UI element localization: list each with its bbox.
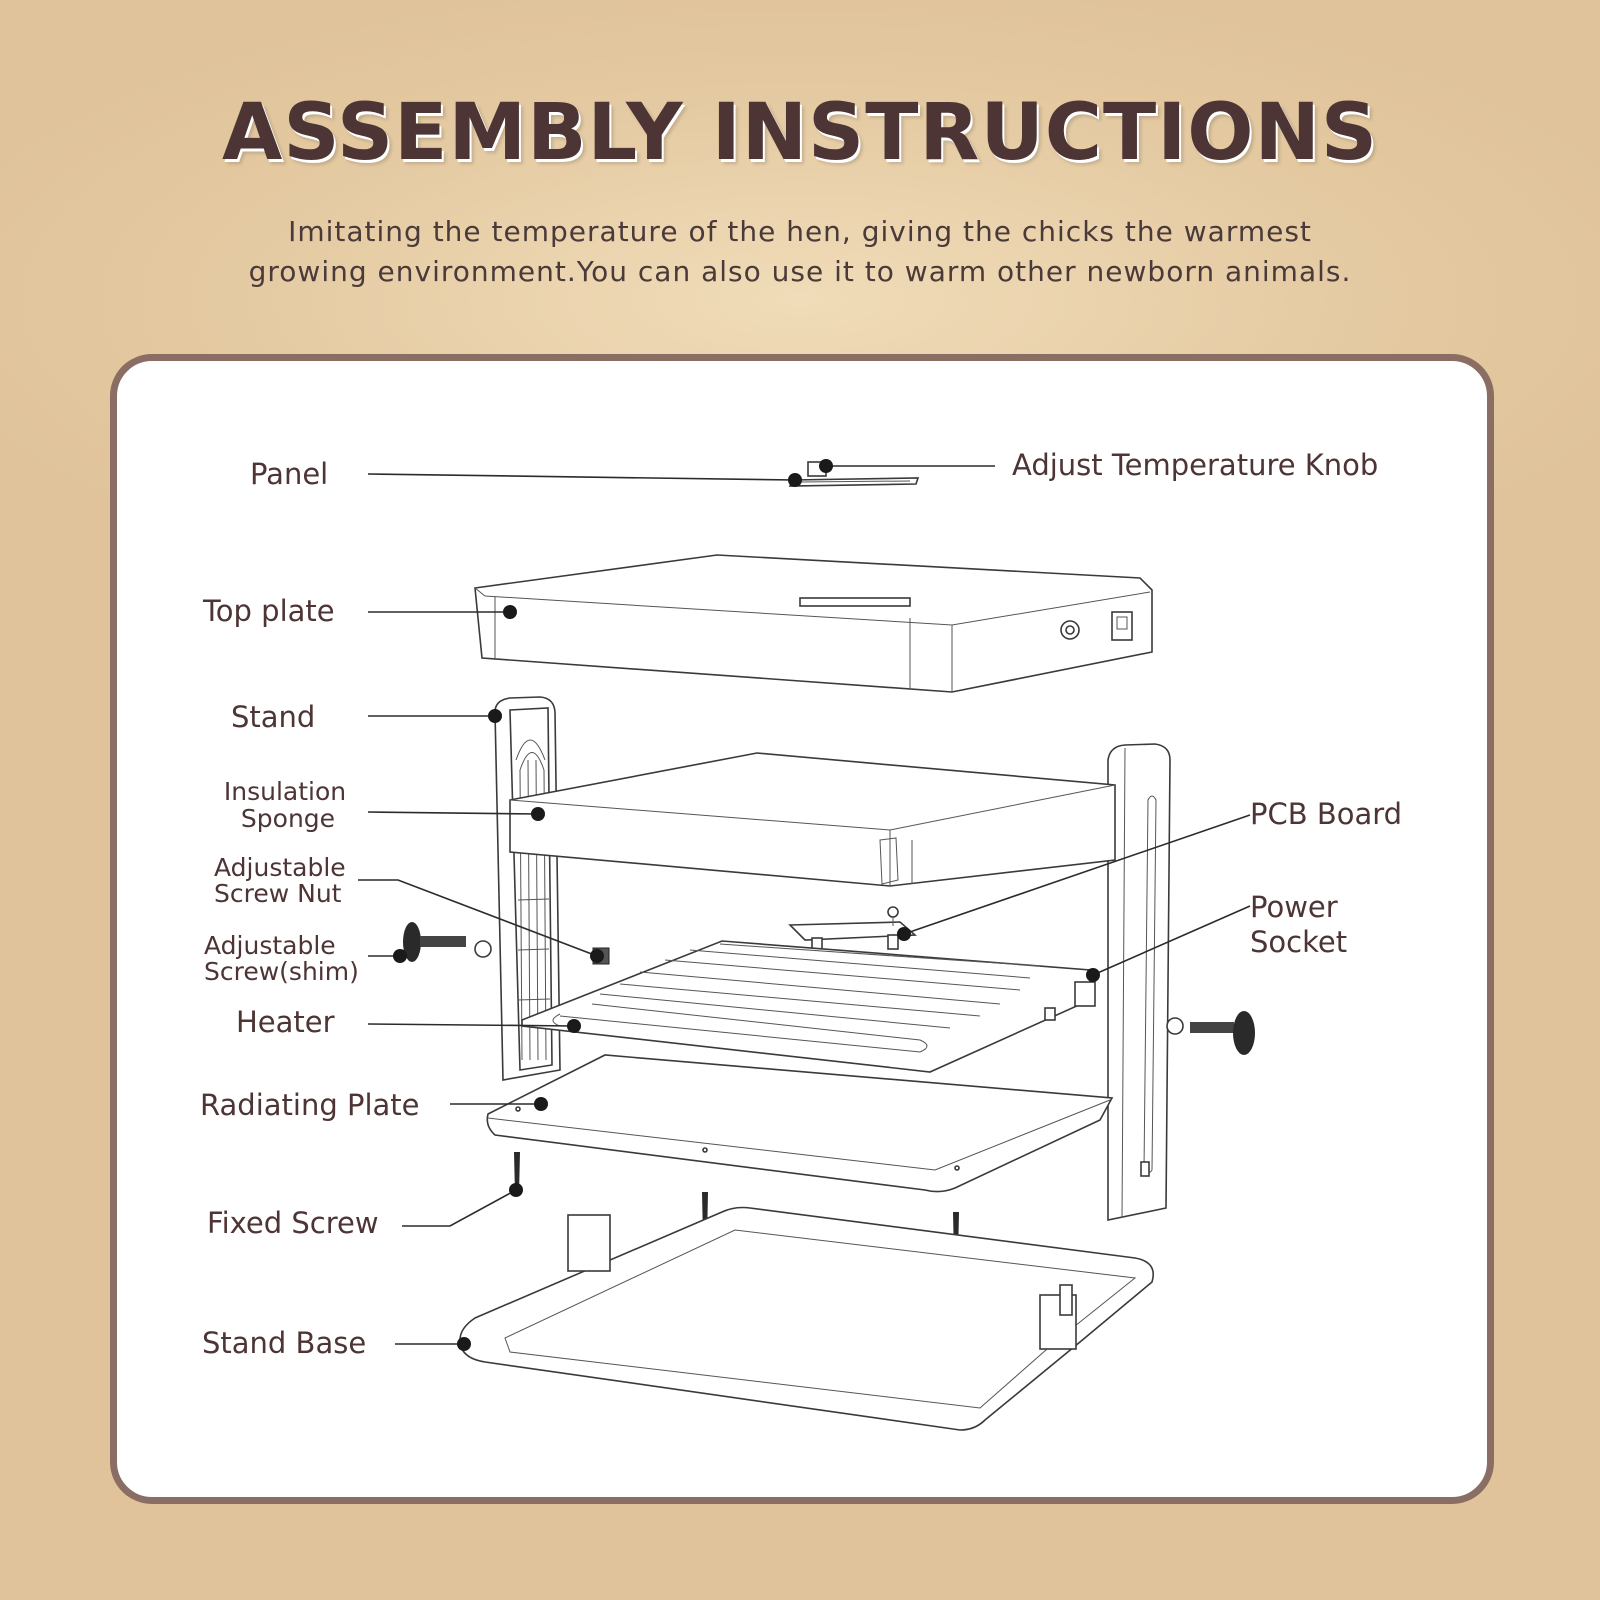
page-subtitle: Imitating the temperature of the hen, gi… bbox=[150, 212, 1450, 292]
label-power-socket-line-2: Socket bbox=[1250, 925, 1347, 959]
subtitle-line-2: growing environment.You can also use it … bbox=[248, 255, 1352, 288]
label-stand-base: Stand Base bbox=[202, 1326, 366, 1360]
label-screw-nut-line-1: Adjustable bbox=[214, 853, 346, 882]
label-radiating-plate: Radiating Plate bbox=[200, 1088, 419, 1122]
leader-lines bbox=[358, 459, 1251, 1351]
label-adjust-temperature-knob: Adjust Temperature Knob bbox=[1012, 448, 1378, 482]
label-power-socket-line-1: Power bbox=[1250, 890, 1338, 924]
page-title: ASSEMBLY INSTRUCTIONS bbox=[221, 88, 1379, 178]
subtitle-line-1: Imitating the temperature of the hen, gi… bbox=[288, 215, 1312, 248]
panel-part bbox=[788, 477, 920, 487]
label-top-plate: Top plate bbox=[202, 594, 335, 628]
label-panel: Panel bbox=[250, 457, 328, 491]
right-adjustable-screw-part bbox=[1166, 1011, 1255, 1055]
top-plate-part bbox=[474, 554, 1153, 693]
label-pcb-board: PCB Board bbox=[1250, 797, 1402, 831]
label-fixed-screw: Fixed Screw bbox=[207, 1206, 379, 1240]
radiating-plate-part bbox=[486, 1054, 1114, 1193]
pcb-board-part bbox=[788, 906, 918, 953]
insulation-sponge-part bbox=[509, 752, 1116, 887]
heater-part bbox=[521, 940, 1096, 1073]
stand-base-part bbox=[459, 1206, 1154, 1431]
label-adjustable-screw-line-2: Screw(shim) bbox=[204, 957, 359, 986]
label-insulation-sponge-line-2: Sponge bbox=[241, 804, 335, 833]
left-adjustable-screw-part bbox=[403, 922, 492, 962]
label-stand: Stand bbox=[231, 700, 315, 734]
label-screw-nut-line-2: Screw Nut bbox=[214, 879, 342, 908]
label-adjustable-screw-line-1: Adjustable bbox=[204, 931, 336, 960]
label-heater: Heater bbox=[236, 1005, 335, 1039]
right-stand-part bbox=[1107, 743, 1171, 1221]
label-insulation-sponge-line-1: Insulation bbox=[224, 777, 346, 806]
